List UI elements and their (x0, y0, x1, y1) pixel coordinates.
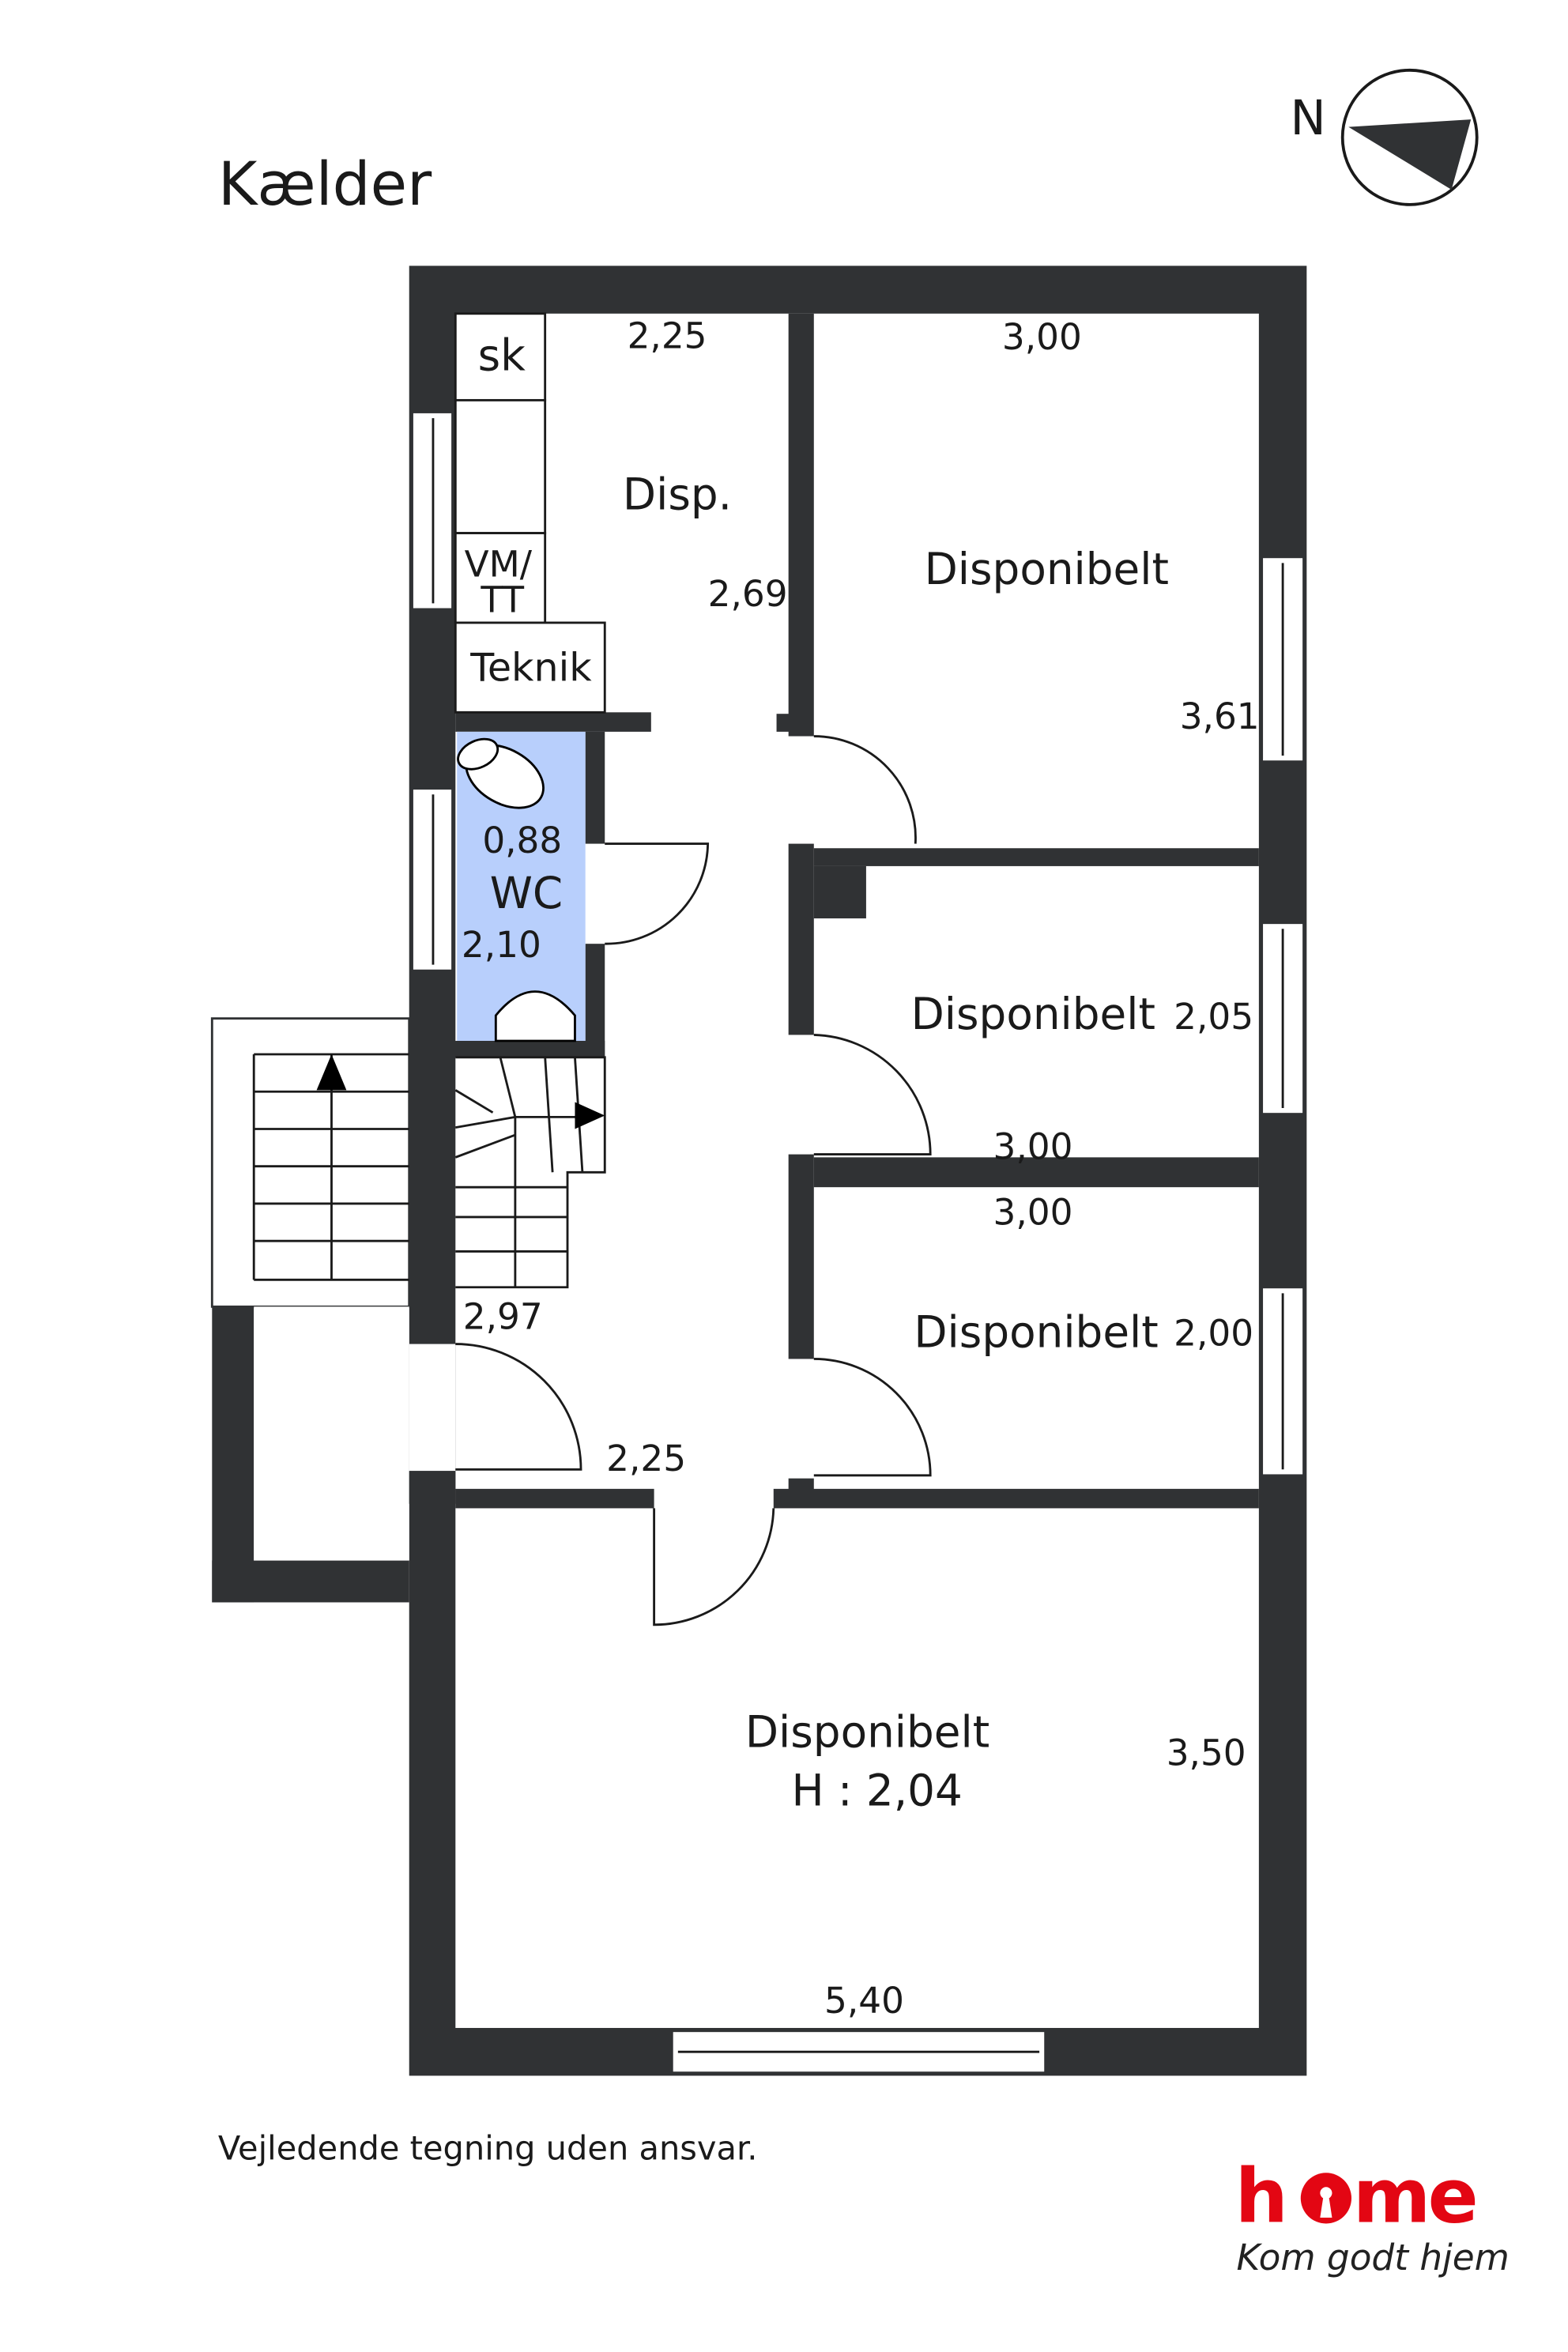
compass-label: N (1291, 91, 1326, 146)
dimension: 3,00 (993, 1125, 1073, 1167)
stair-arrow-icon (316, 1054, 347, 1091)
interior-walls (409, 313, 1259, 1509)
toilet-icon (457, 737, 545, 809)
dimension: 2,25 (628, 315, 707, 356)
dimension: 0,88 (482, 820, 562, 861)
sink-icon (494, 990, 576, 1042)
svg-text:me: me (1353, 2154, 1476, 2241)
room-label-sk: sk (478, 330, 526, 381)
disclaimer: Vejledende tegning uden ansvar. (218, 2128, 758, 2167)
room-label-teknik: Teknik (469, 645, 592, 691)
home-logo: h me Kom godt hjem (1235, 2154, 1510, 2278)
stair-arrow-icon (575, 1102, 605, 1129)
room-label-disponibelt: Disponibelt (925, 544, 1169, 594)
room-label-vmtt: VM/ (465, 543, 533, 585)
dimension: 3,50 (1167, 1732, 1246, 1773)
floor-title: Kælder (218, 149, 432, 219)
room-label-disponibelt: Disponibelt (911, 989, 1155, 1039)
dimension: 3,61 (1180, 695, 1260, 737)
svg-text:h: h (1235, 2154, 1285, 2241)
dimension: 2,10 (462, 924, 541, 966)
north-arrow-icon: N (1291, 68, 1479, 206)
exterior-stair (210, 1017, 411, 1603)
room-label-wc: WC (490, 868, 563, 918)
room-height: H : 2,04 (791, 1765, 962, 1815)
dimension: 2,25 (606, 1438, 686, 1479)
doors (455, 735, 932, 1626)
dimension: 3,00 (1002, 316, 1082, 358)
dimension: 3,00 (993, 1191, 1073, 1233)
room-label-disponibelt: Disponibelt (745, 1707, 989, 1758)
dimension: 2,05 (1174, 996, 1253, 1038)
dimension: 5,40 (824, 1980, 904, 2022)
dimension: 2,00 (1174, 1312, 1253, 1354)
svg-text:Kom godt hjem: Kom godt hjem (1237, 2237, 1510, 2278)
room-label-vmtt-2: TT (480, 579, 524, 621)
room-label-disp: Disp. (623, 469, 732, 519)
windows (411, 411, 1305, 2075)
cabinets (454, 312, 606, 714)
dimension: 2,69 (708, 573, 788, 615)
room-label-disponibelt: Disponibelt (914, 1306, 1158, 1357)
dimension: 2,97 (463, 1296, 543, 1338)
